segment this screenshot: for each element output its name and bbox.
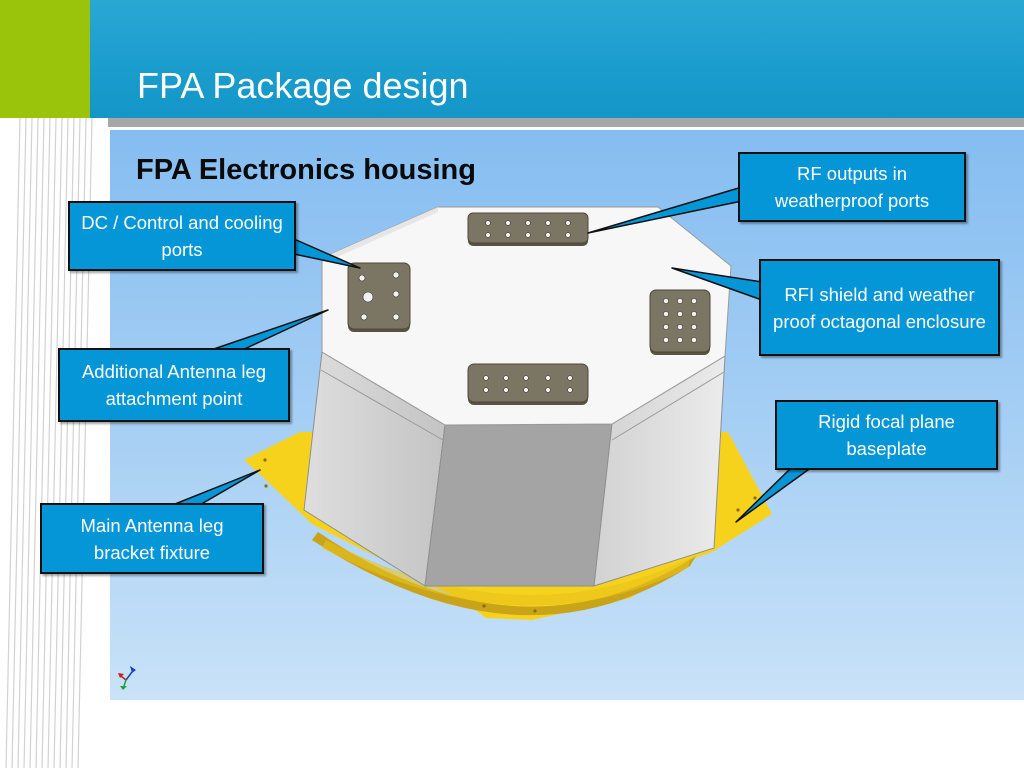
rf-port-plate-front bbox=[467, 363, 589, 405]
header-divider bbox=[108, 118, 1024, 127]
decorative-stripes bbox=[5, 118, 93, 768]
rigid-baseplate-callout: Rigid focal plane baseplate bbox=[775, 400, 998, 470]
rf-outputs-callout: RF outputs in weatherproof ports bbox=[738, 152, 966, 222]
slide-title: FPA Package design bbox=[137, 65, 469, 106]
dc-control-callout: DC / Control and cooling ports bbox=[68, 201, 296, 271]
dc-control-port-plate bbox=[347, 262, 411, 332]
slide-header bbox=[0, 0, 1024, 118]
section-title: FPA Electronics housing bbox=[136, 154, 476, 186]
additional-antenna-label: Additional Antenna leg attachment point bbox=[81, 361, 267, 409]
rf-port-plate-right bbox=[649, 289, 711, 355]
dc-control-label: DC / Control and cooling ports bbox=[81, 212, 283, 260]
main-antenna-callout: Main Antenna leg bracket fixture bbox=[40, 503, 264, 574]
xyz-axis-triad-icon bbox=[118, 666, 136, 690]
header-accent-bar bbox=[0, 0, 90, 118]
rfi-shield-callout: RFI shield and weather proof octagonal e… bbox=[759, 259, 1000, 356]
main-antenna-label: Main Antenna leg bracket fixture bbox=[80, 514, 224, 563]
additional-antenna-callout: Additional Antenna leg attachment point bbox=[58, 348, 290, 422]
rf-outputs-label: RF outputs in weatherproof ports bbox=[774, 163, 930, 211]
rf-port-plate-top bbox=[467, 212, 589, 246]
rfi-shield-label: RFI shield and weather proof octagonal e… bbox=[773, 283, 986, 332]
octagonal-enclosure bbox=[303, 206, 732, 587]
rigid-baseplate-label: Rigid focal plane baseplate bbox=[818, 411, 955, 459]
